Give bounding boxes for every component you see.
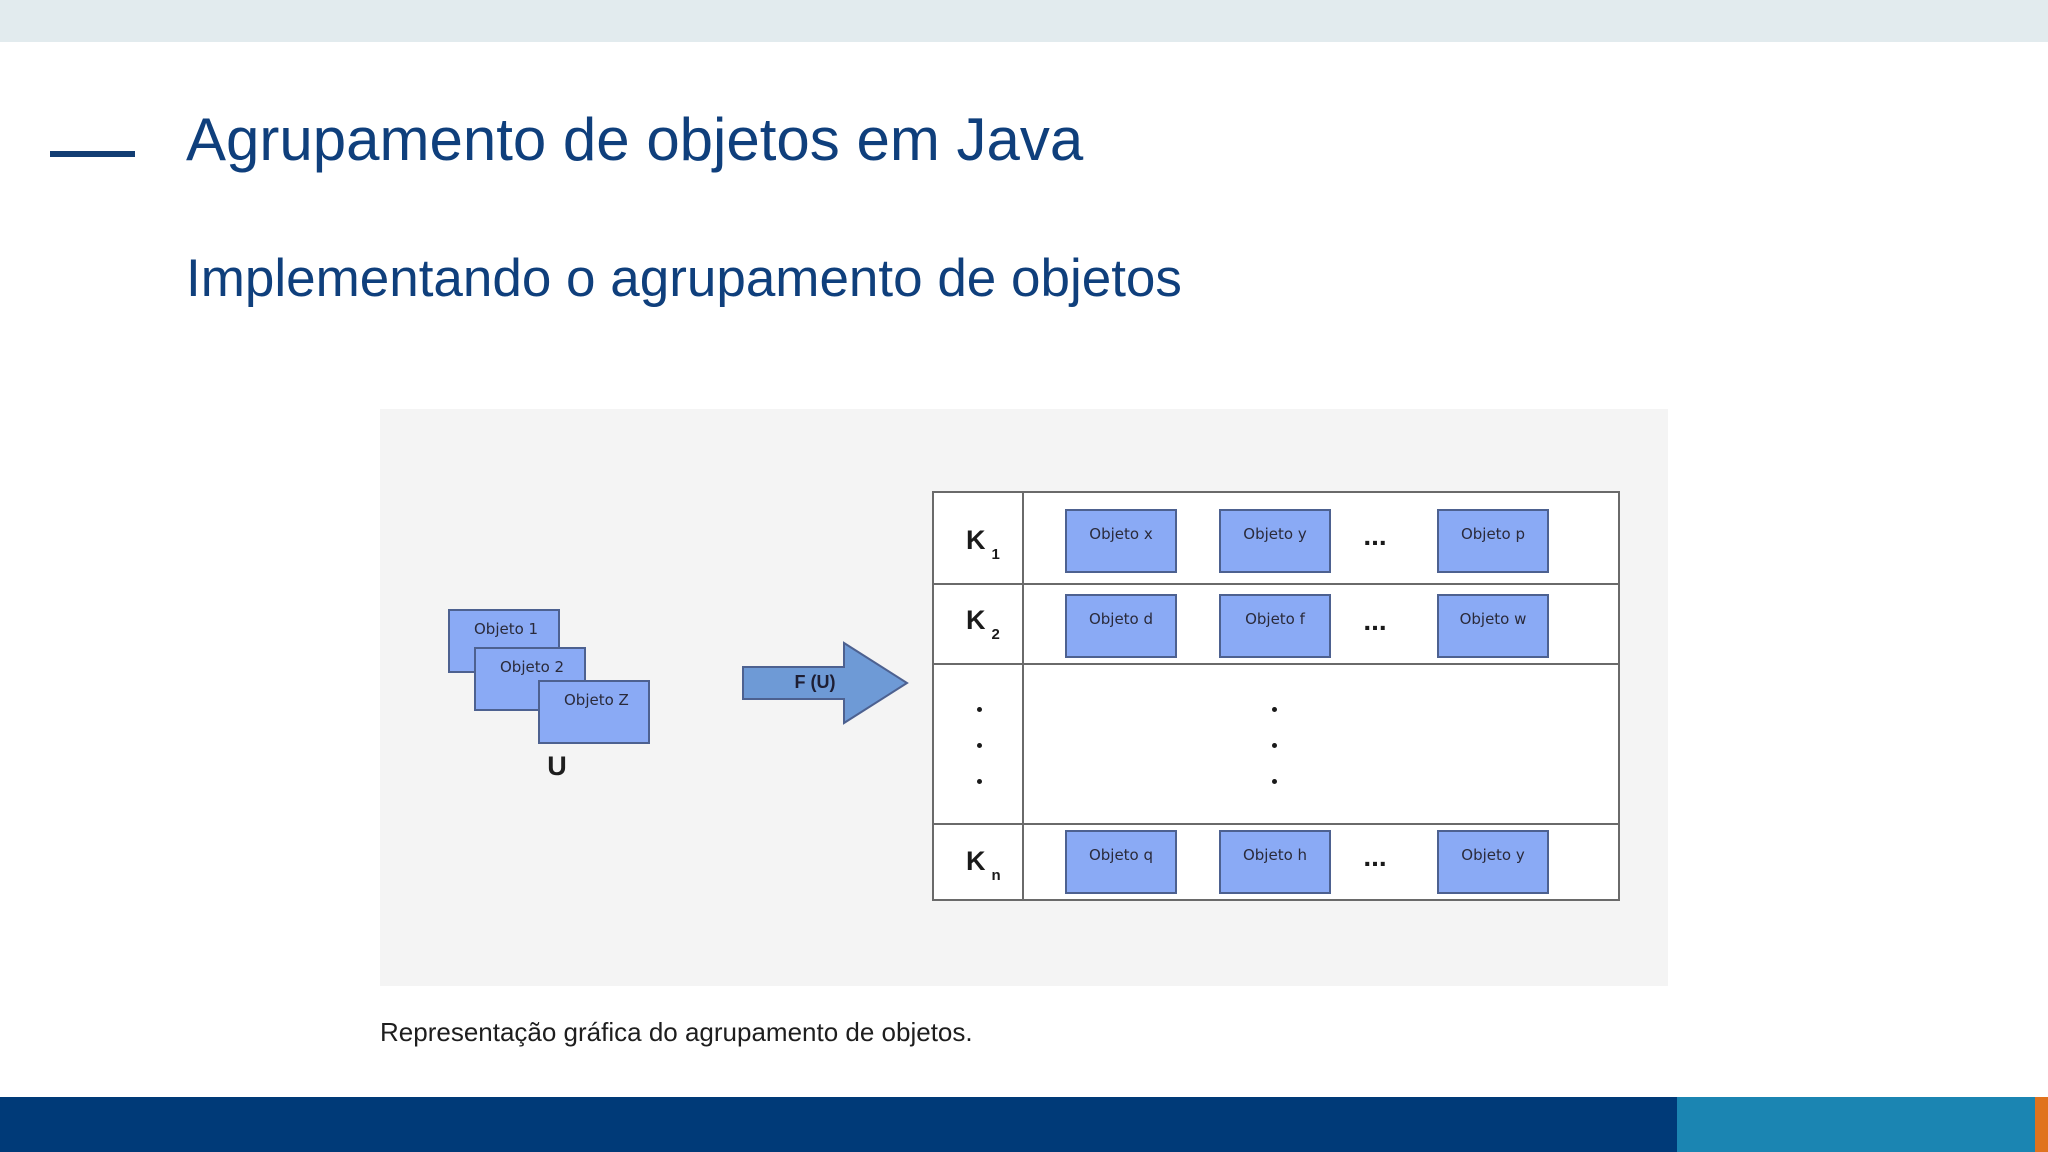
group-k2-object-1: Objeto d bbox=[1065, 594, 1177, 658]
table-divider-vertical bbox=[1022, 493, 1024, 899]
title-accent-dash bbox=[50, 151, 135, 157]
vertical-dot bbox=[977, 779, 982, 784]
mapping-arrow-icon bbox=[742, 641, 909, 725]
group-k1-object-1: Objeto x bbox=[1065, 509, 1177, 573]
group-kn-object-3: Objeto y bbox=[1437, 830, 1549, 894]
vertical-dot bbox=[977, 743, 982, 748]
table-divider-row-3 bbox=[934, 823, 1618, 825]
slide-title: Agrupamento de objetos em Java bbox=[186, 106, 1084, 173]
group-k1-ellipsis: ... bbox=[1363, 520, 1387, 551]
group-k1-object-2: Objeto y bbox=[1219, 509, 1331, 573]
footer-bar bbox=[0, 1097, 1677, 1152]
set-label-u: U bbox=[547, 751, 567, 781]
group-k2-object-2: Objeto f bbox=[1219, 594, 1331, 658]
group-k2-ellipsis: ... bbox=[1363, 605, 1387, 636]
vertical-dot bbox=[1272, 779, 1277, 784]
table-divider-row-2 bbox=[934, 663, 1618, 665]
group-k1-object-3: Objeto p bbox=[1437, 509, 1549, 573]
footer-accent-orange bbox=[2035, 1097, 2048, 1152]
vertical-dot bbox=[977, 707, 982, 712]
set-object-2-label: Objeto 2 bbox=[500, 658, 565, 676]
group-kn-object-1: Objeto q bbox=[1065, 830, 1177, 894]
vertical-dot bbox=[1272, 707, 1277, 712]
group-kn-ellipsis: ... bbox=[1363, 841, 1387, 872]
top-band bbox=[0, 0, 2048, 42]
table-divider-row-1 bbox=[934, 583, 1618, 585]
group-kn-object-2: Objeto h bbox=[1219, 830, 1331, 894]
function-label: F (U) bbox=[794, 672, 836, 692]
group-k2-object-3: Objeto w bbox=[1437, 594, 1549, 658]
slide-subtitle: Implementando o agrupamento de objetos bbox=[186, 249, 1182, 308]
footer-accent-teal bbox=[1677, 1097, 2035, 1152]
vertical-dot bbox=[1272, 743, 1277, 748]
set-object-z: Objeto Z bbox=[538, 680, 650, 744]
figure-caption: Representação gráfica do agrupamento de … bbox=[380, 1017, 973, 1047]
set-object-1-label: Objeto 1 bbox=[474, 620, 539, 638]
set-object-z-label: Objeto Z bbox=[564, 691, 629, 709]
